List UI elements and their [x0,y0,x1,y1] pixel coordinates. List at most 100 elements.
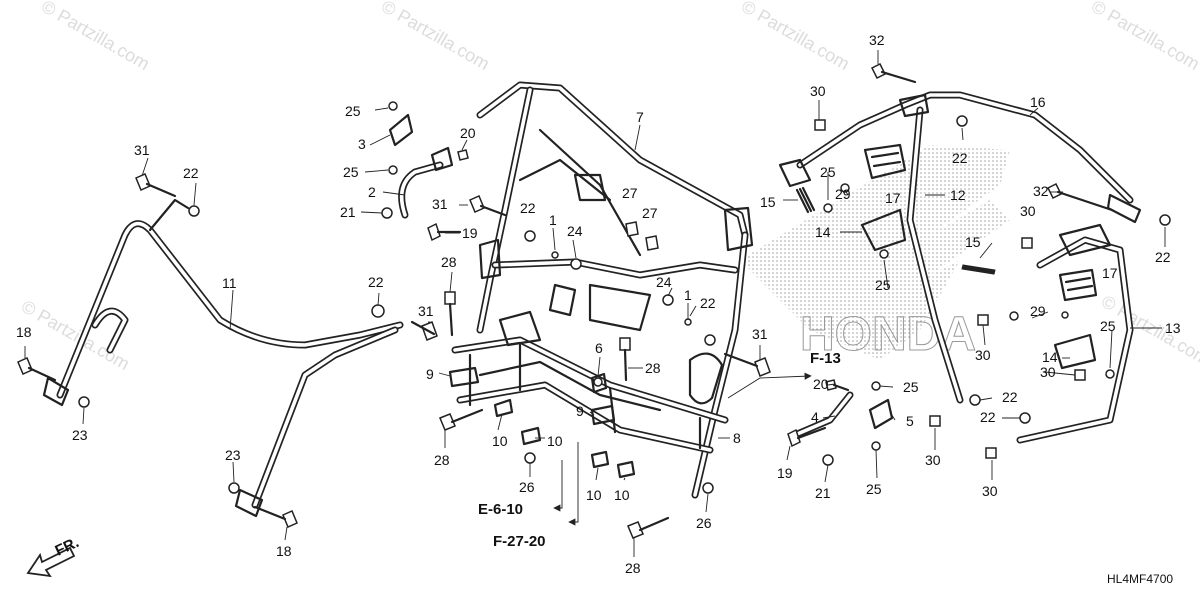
callout-label: 9 [426,366,434,382]
callout-labels: 32 30 16 25 3 20 7 22 31 22 25 2 25 29 1… [16,32,1181,576]
callout-label: 22 [1002,389,1018,405]
callout-label: 25 [343,164,359,180]
cover-part-14b[interactable] [1053,333,1097,370]
callout-label: 19 [462,225,478,241]
bolt-fasteners [17,62,1114,539]
reference-f27-20[interactable]: F-27-20 [493,533,546,550]
callout-label: 22 [980,409,996,425]
callout-label: 21 [340,204,356,220]
watermark-text: © Partzilla.com [378,0,493,74]
watermark-text: © Partzilla.com [38,0,153,74]
nut-fasteners [78,101,1171,494]
callout-label: 32 [1033,183,1049,199]
callout-label: 12 [950,187,966,203]
callout-label: 22 [183,165,199,181]
callout-label: 10 [614,487,630,503]
callout-label: 25 [345,103,361,119]
callout-label: 3 [358,136,366,152]
callout-label: 30 [925,452,941,468]
stay-part-2[interactable] [398,146,454,219]
callout-label: 30 [1040,364,1056,380]
bracket-part-3[interactable] [388,113,414,147]
mount-part-17a[interactable] [863,143,907,180]
bracket-part-6[interactable] [590,372,608,394]
bracket-part-5[interactable] [868,398,894,430]
callout-label: 31 [752,326,768,342]
front-roll-bar-part-11[interactable] [42,198,404,518]
callout-label: 9 [576,403,584,419]
callout-label: 15 [760,194,776,210]
reference-e6-10[interactable]: E-6-10 [478,501,523,518]
callout-label: 16 [1030,94,1046,110]
watermark-text: © Partzilla.com [1088,0,1200,74]
callout-label: 29 [835,186,851,202]
front-direction-label: FR. [53,534,82,560]
callout-label: 18 [276,543,292,559]
callout-label: 1 [684,287,692,303]
callout-label: 14 [815,224,831,240]
callout-label: 30 [1020,203,1036,219]
callout-label: 28 [441,254,457,270]
callout-label: 25 [820,164,836,180]
callout-label: 23 [72,427,88,443]
callout-label: 1 [549,212,557,228]
callout-label: 25 [866,481,882,497]
callout-label: 10 [492,433,508,449]
callout-label: 8 [733,430,741,446]
callout-label: 23 [225,447,241,463]
callout-label: 2 [368,184,376,200]
reference-f13[interactable]: F-13 [810,350,841,367]
callout-label: 22 [1155,249,1171,265]
callout-label: 25 [875,277,891,293]
callout-label: 11 [222,275,237,291]
callout-label: 22 [700,295,716,311]
callout-label: 26 [696,515,712,531]
callout-label: 30 [810,83,826,99]
callout-label: 17 [1102,265,1118,281]
callout-label: 32 [869,32,885,48]
callout-label: 30 [975,347,991,363]
callout-label: 26 [519,479,535,495]
callout-label: 28 [645,360,661,376]
watermark-text: © Partzilla.com [738,0,853,74]
callout-label: 31 [418,303,434,319]
diagram-code: HL4MF4700 [1107,572,1173,586]
callout-label: 22 [952,150,968,166]
callout-label: 29 [1030,303,1046,319]
callout-label: 25 [903,379,919,395]
callout-label: 14 [1042,349,1058,365]
mount-part-17b[interactable] [1058,268,1098,302]
callout-label: 24 [567,223,583,239]
callout-label: 21 [815,485,831,501]
callout-label: 6 [595,340,603,356]
bracket-part-9b[interactable] [590,404,616,426]
leader-lines [24,50,1166,557]
stay-part-4[interactable] [791,391,854,439]
callout-label: 10 [547,433,563,449]
callout-label: 18 [16,324,32,340]
callout-label: 30 [982,483,998,499]
cover-part-14a[interactable] [860,208,907,252]
callout-label: 5 [906,413,914,429]
callout-label: 28 [434,452,450,468]
main-cab-frame-part-7-8[interactable] [451,81,754,499]
callout-label: 31 [134,142,150,158]
callout-label: 22 [368,274,384,290]
reference-labels: F-13 E-6-10 F-27-20 [478,350,841,550]
callout-label: 15 [965,234,981,250]
callout-label: 10 [586,487,602,503]
callout-label: 25 [1100,318,1116,334]
callout-label: 28 [625,560,641,576]
callout-label: 22 [520,200,536,216]
callout-label: 24 [656,274,672,290]
rear-roll-bar-part-12-16[interactable] [778,91,1142,404]
clip-part-10[interactable] [493,398,636,479]
callout-label: 31 [432,196,448,212]
side-bar-part-13[interactable] [1016,223,1134,444]
callout-label: 27 [642,205,658,221]
front-direction-arrow-icon: FR. [26,534,82,578]
bracket-part-9a[interactable] [448,366,480,388]
callout-label: 20 [813,376,829,392]
callout-label: 4 [811,409,819,425]
